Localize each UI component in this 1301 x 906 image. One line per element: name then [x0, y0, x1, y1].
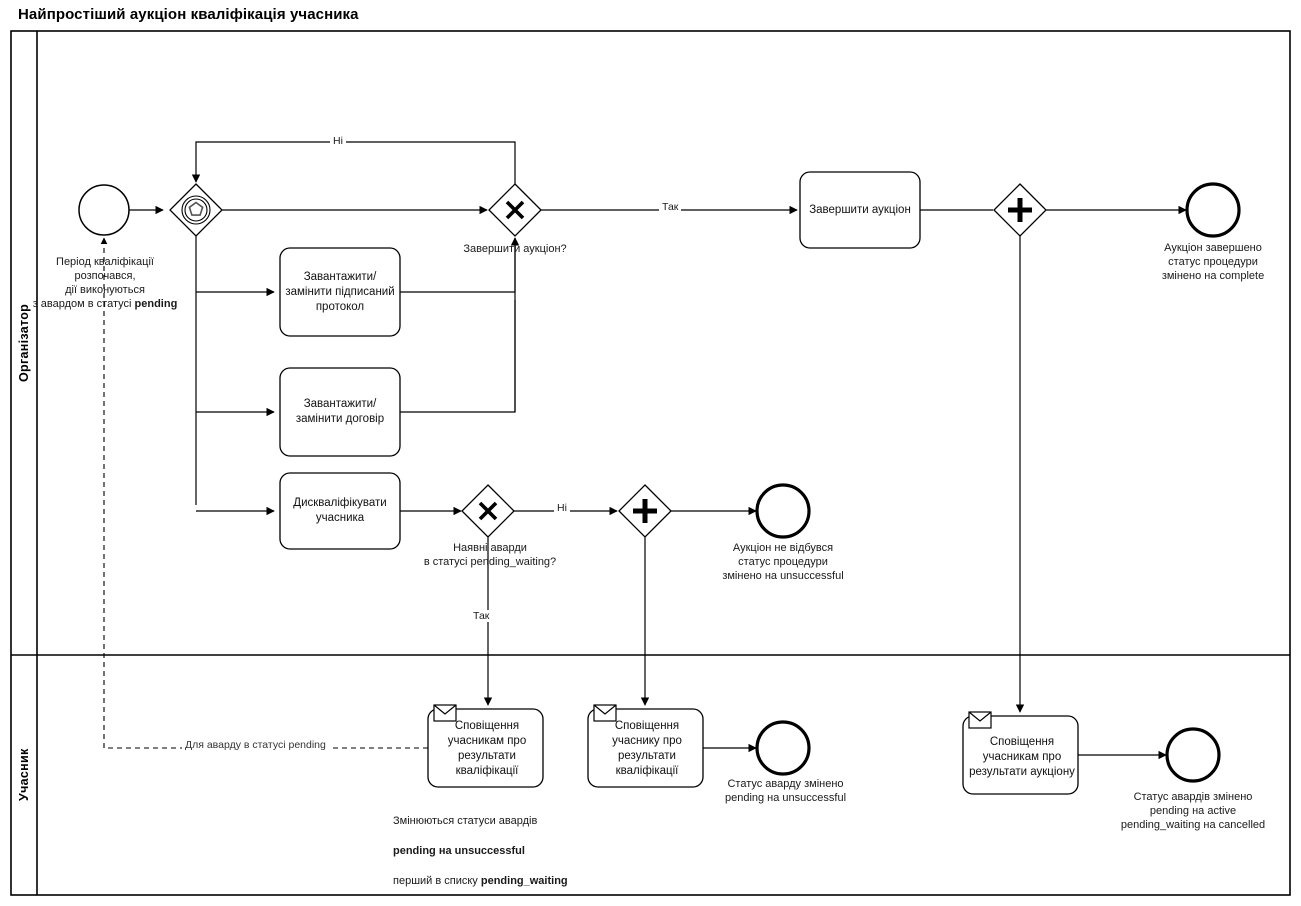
flow-label-no-loop: Ні [330, 135, 346, 147]
envelope-icon [433, 704, 457, 722]
flow-label-yes-finish: Так [659, 201, 682, 213]
envelope-icon [968, 711, 992, 729]
end-event-complete-shape [1185, 182, 1241, 238]
end-event-complete-annotation: Аукціон завершено статус процедури зміне… [1161, 242, 1265, 282]
task-notify-participants-auction-shape[interactable] [962, 711, 1079, 795]
parallel-gateway-upper-shape [993, 183, 1047, 237]
page-title: Найпростіший аукціон кваліфікація учасни… [18, 6, 359, 23]
task-upload-contract-label: Завантажити/ замінити договір [295, 398, 385, 425]
lane-label-organizer: Організатор [17, 303, 31, 383]
task-disqualify-participant-label: Дискваліфікувати учасника [293, 497, 387, 524]
parallel-gateway-lower-shape [618, 484, 672, 538]
task-notify-participants-qualification-shape[interactable] [427, 704, 544, 788]
flow-label-no-awards: Ні [554, 502, 570, 514]
award-status-note-line-1: Змінюються статуси авардів [393, 815, 538, 827]
pool-border [10, 30, 1291, 896]
exclusive-gateway-awards-shape [461, 484, 515, 538]
start-event-annotation-bold: pending [134, 298, 178, 310]
flow-label-yes-awards: Так [470, 610, 493, 622]
task-upload-protocol-label: Завантажити/ замінити підписаний протоко… [285, 270, 395, 313]
gateway-awards-pending-waiting-label: Наявні аварди в статусі pending_waiting? [423, 542, 557, 568]
end-event-awards-changed-annotation: Статус авардів змінено pending на active… [1120, 791, 1266, 831]
award-status-note-line-3-tail: pending_waiting [480, 875, 568, 887]
task-notify-participant-qualification-label: Сповіщення учаснику про результати квалі… [612, 720, 682, 777]
gateway-finish-auction-label: Завершити аукціон? [463, 243, 567, 255]
flow-return-tasks [400, 237, 520, 413]
task-finish-auction-label: Завершити аукціон [809, 203, 911, 216]
task-notify-participants-qualification-label: Сповіщення учасникам про результати квал… [447, 720, 527, 777]
event-based-gateway-shape [169, 183, 223, 237]
award-status-note-line-3: перший в списку [393, 875, 481, 887]
branch-spine [195, 236, 275, 516]
award-status-note: Змінюються статуси авардів pending на un… [393, 799, 633, 906]
start-event-shape [78, 184, 130, 236]
start-event-annotation-text: Період кваліфікації розпочався, дії вико… [32, 256, 154, 310]
end-event-award-unsuccessful-shape [755, 720, 811, 776]
envelope-icon [593, 704, 617, 722]
end-event-award-unsuccessful-annotation: Статус аварду змінено pending на unsucce… [724, 778, 847, 804]
exclusive-gateway-finish-shape [488, 183, 542, 237]
award-status-note-line-2: pending на unsuccessful [393, 845, 525, 857]
flow-label-message-flow: Для аварду в статусі pending [182, 739, 329, 751]
flow-no-loop-back [191, 141, 516, 184]
end-event-unsuccessful-shape [755, 483, 811, 539]
lane-label-participant: Учасник [17, 748, 31, 802]
end-event-awards-changed-shape [1165, 727, 1221, 783]
end-event-unsuccessful-annotation: Аукціон не відбувся статус процедури змі… [722, 542, 844, 582]
start-event-annotation: Період кваліфікації розпочався, дії вико… [30, 241, 180, 311]
task-notify-participants-auction-label: Сповіщення учасникам про результати аукц… [969, 735, 1075, 778]
